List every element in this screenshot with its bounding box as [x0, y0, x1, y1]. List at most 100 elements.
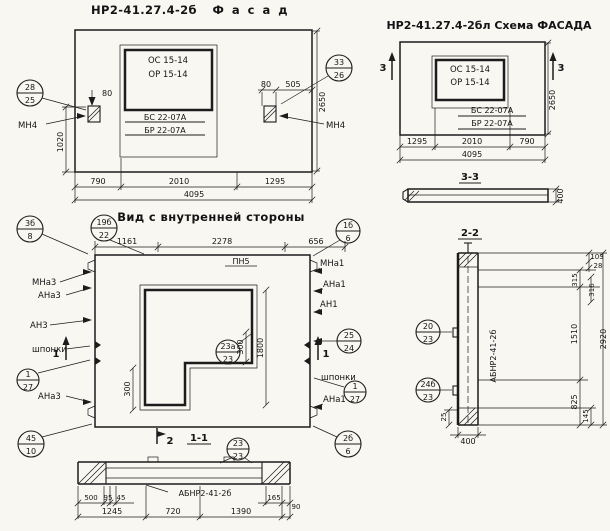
section22-dim-825: 825	[570, 394, 579, 409]
inner-callout-23a23: 23а 23	[215, 333, 252, 365]
callout-127l-bottom: 27	[23, 383, 33, 392]
section11-dim-165: 165	[267, 494, 280, 502]
inner-label-mna3: МНа3	[32, 278, 56, 288]
facade-dim-1295: 1295	[265, 177, 285, 186]
inner-callout-3b8: 3б 8	[16, 215, 89, 255]
inner-view: Вид с внутренней стороны 3б 8 19б 22 1б …	[16, 210, 367, 458]
callout-23a23-bottom: 23	[223, 355, 233, 364]
inner-label-ana3-top: АНа3	[38, 291, 61, 301]
inner-callout-4510: 45 10	[17, 423, 93, 458]
section-2-2-label: 2-2	[461, 228, 479, 239]
scheme-panel-outline	[399, 41, 546, 136]
facade-bottom-dims	[71, 158, 316, 204]
callout-127r-top: 1	[352, 382, 357, 391]
section22-dim-2920: 2920	[599, 329, 608, 349]
scheme-section-3-right: 3	[558, 63, 565, 74]
facade-br-mark: БР 22-07А	[144, 126, 186, 135]
facade-dim-4095: 4095	[184, 190, 204, 199]
scheme-section-mark-left	[388, 52, 396, 80]
scheme-bottom-dims	[396, 108, 549, 164]
inner-section1-left-label: 1	[53, 349, 60, 360]
inner-section2-mark	[156, 428, 166, 444]
scheme-view: НР2-41.27.4-2бл Схема ФАСАДА ОС 15-14 ОР…	[380, 19, 592, 206]
facade-mn4-right: МН4	[326, 121, 345, 131]
callout-3b8-top: 3б	[25, 219, 35, 228]
inner-dim-1161: 1161	[117, 237, 137, 246]
section22-dim-103: 103	[590, 253, 603, 261]
callout-2023-bottom: 23	[423, 335, 433, 344]
callout-2323-bottom: 23	[233, 452, 243, 461]
facade-dim-1020: 1020	[56, 132, 65, 152]
section-3-3-label: 3-3	[461, 172, 479, 183]
inner-label-shponki-right: шпонки	[321, 373, 356, 383]
section22-dim-316: 316	[588, 283, 596, 297]
inner-label-an1: АН1	[320, 300, 338, 310]
inner-label-ana3-bottom: АНа3	[38, 392, 61, 402]
facade-title: Ф а с а д	[212, 3, 289, 17]
section11-dim-500: 500	[84, 494, 97, 502]
facade-dim-80-right: 80	[261, 80, 271, 89]
facade-or-mark: ОР 15-14	[148, 70, 187, 80]
section-1-1-label: 1-1	[190, 433, 208, 444]
section-2-2-view: 2-2 20 23	[415, 228, 608, 446]
section11-slab-profile	[77, 456, 291, 485]
section11-dim-720: 720	[165, 507, 180, 516]
facade-dim-505: 505	[285, 80, 300, 89]
scheme-title: НР2-41.27.4-2бл Схема ФАСАДА	[386, 19, 592, 32]
callout-3b8-bottom: 8	[27, 232, 32, 241]
section22-dim-28: 28	[594, 262, 603, 270]
scheme-bs-mark: БС 22-07А	[471, 106, 514, 115]
facade-os-mark: ОС 15-14	[148, 56, 188, 66]
facade-dim-left-1020	[62, 103, 86, 176]
callout-2b6-bottom: 6	[345, 447, 350, 456]
callout-19b22-bottom: 22	[99, 231, 109, 240]
inner-dim-1800: 1800	[256, 338, 265, 358]
callout-1b6-top: 1б	[343, 221, 353, 230]
inner-view-title: Вид с внутренней стороны	[117, 210, 305, 224]
inner-callout-127-right: 1 27	[313, 377, 367, 404]
inner-section1-mark-right	[314, 336, 322, 360]
facade-panel-outline	[74, 29, 313, 173]
inner-section1-mark-left	[62, 336, 70, 360]
inner-pn5-mark: ПН5	[232, 257, 249, 266]
scheme-dim-2650: 2650	[548, 90, 557, 110]
inner-callout-2b6: 2б 6	[312, 425, 362, 458]
section11-dim-90: 90	[292, 503, 301, 511]
callout-1b6-bottom: 6	[345, 234, 350, 243]
facade-dim-right-2650	[312, 27, 321, 175]
facade-callout-left-top: 28	[25, 83, 35, 92]
callout-2524-bottom: 24	[344, 344, 354, 353]
inner-label-ana1-bottom: АНа1	[323, 395, 346, 405]
section22-mark-label: АБНР2-41-2б	[489, 330, 498, 383]
section-1-1-view: 23 23 АБНР2-41-2б	[74, 437, 301, 521]
section11-dim-95: 95	[104, 494, 113, 502]
callout-4510-bottom: 10	[26, 447, 36, 456]
callout-127r-bottom: 27	[350, 395, 360, 404]
inner-dim-656: 656	[308, 237, 323, 246]
facade-callout-left: 28 25	[16, 79, 87, 111]
section22-dim-315: 315	[571, 273, 579, 286]
facade-dim-2010: 2010	[169, 177, 189, 186]
inner-panel-outline	[87, 254, 318, 428]
section22-dims	[444, 249, 607, 439]
section22-dim-1510: 1510	[570, 324, 579, 344]
facade-right-anchor-detail	[258, 86, 316, 123]
callout-2b6-top: 2б	[343, 434, 353, 443]
callout-24b23-top: 24б	[420, 380, 435, 389]
section22-dim-25: 25	[440, 413, 448, 422]
facade-dim-2650: 2650	[318, 92, 327, 112]
section22-slab	[452, 242, 479, 426]
scheme-dim-790: 790	[519, 137, 534, 146]
inner-dim-300-b: 300	[236, 339, 245, 354]
section22-callout-24b23: 24б 23	[415, 377, 452, 403]
callout-2323-top: 23	[233, 439, 243, 448]
inner-top-dims	[91, 241, 349, 255]
scheme-os-mark: ОС 15-14	[450, 65, 490, 75]
facade-callout-right: 33 26	[280, 54, 353, 105]
callout-127l-top: 1	[25, 370, 30, 379]
inner-section2-label: 2	[167, 436, 174, 447]
facade-left-anchor-detail	[87, 90, 101, 123]
inner-callout-1b6: 1б 6	[312, 218, 361, 257]
inner-dim-2278: 2278	[212, 237, 232, 246]
